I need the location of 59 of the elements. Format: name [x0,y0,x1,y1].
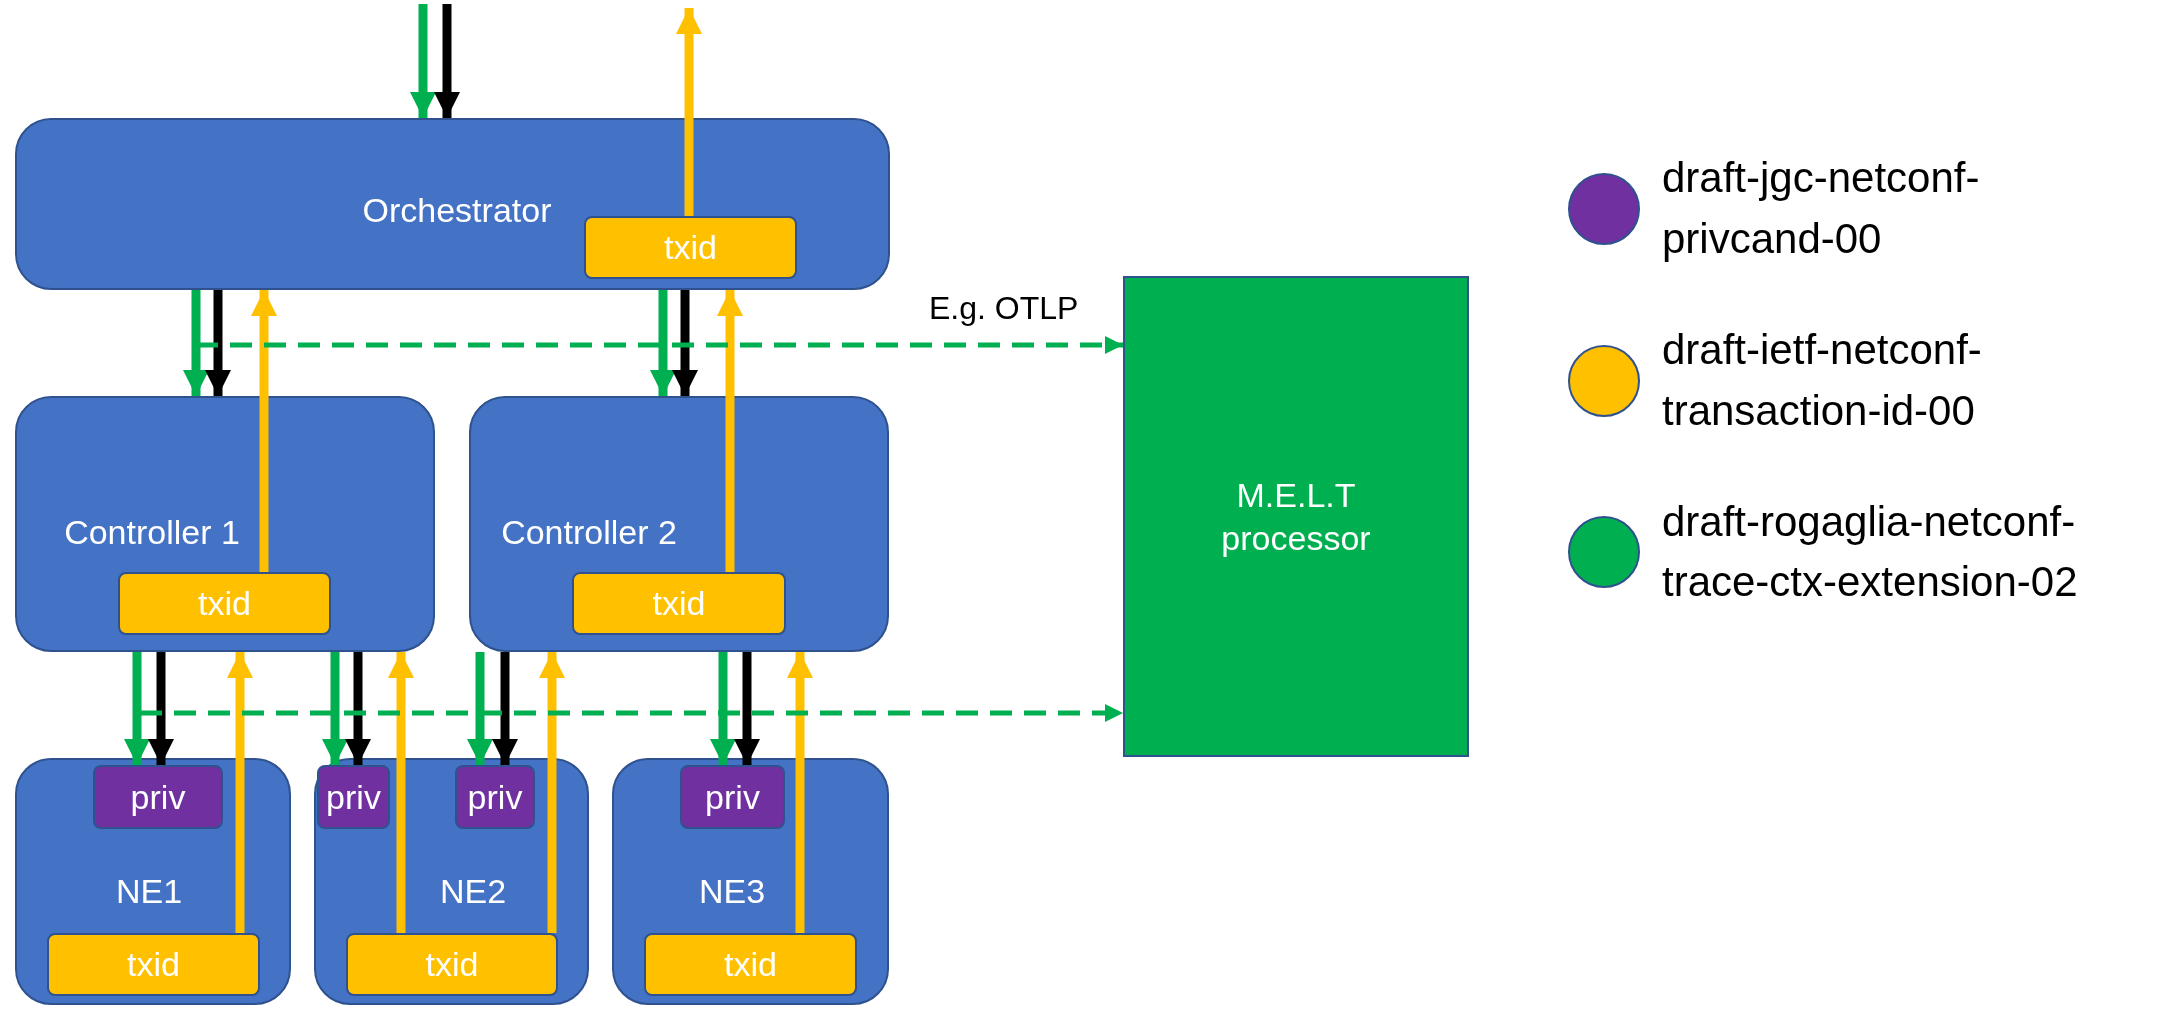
arrow [227,652,253,933]
arrow [467,652,493,765]
tag-box [584,216,797,279]
node-label: txid [724,944,777,986]
arrow [183,290,209,396]
node-label: Orchestrator [362,193,552,227]
tag-box [680,765,785,829]
node-label: priv [705,776,760,818]
legend-label: draft-jgc-netconf-privcand-00 [1662,153,1981,264]
arrow [388,652,414,933]
legend-label: draft-ietf-netconf-transaction-id-00 [1662,324,1983,436]
node-label: NE3 [698,874,766,908]
arrow [710,652,736,765]
arrow [124,652,150,765]
arrow [434,4,460,118]
process-box [314,758,589,1005]
node-label: txid [127,944,180,986]
arrow [539,652,565,933]
arrow [345,652,371,765]
tag-box [118,572,331,635]
arrow [322,652,348,765]
arrow [251,290,277,572]
process-box [15,396,435,652]
tag-box [93,765,223,829]
tag-box [644,933,857,996]
node-label: Controller 2 [501,515,677,549]
processor-box [1123,276,1469,757]
process-box [15,118,890,290]
tag-box [317,765,390,829]
node-label: Controller 1 [64,515,240,549]
node-label: txid [198,583,251,625]
tag-box [346,933,558,996]
node-label: priv [467,776,523,818]
arrow [410,4,436,118]
node-label: txid [652,583,706,625]
dashed-arrow [140,704,1123,722]
arrow [672,290,698,396]
process-box [612,758,889,1005]
process-box [469,396,889,652]
tag-box [572,572,786,635]
node-label: NE1 [115,874,183,908]
arrow [717,290,743,572]
arrow [650,290,676,396]
node-label: priv [326,776,381,818]
legend-label: draft-rogaglia-netconf-trace-ctx-extension-02 [1662,496,2079,608]
node-label: priv [130,776,186,818]
arrow [205,290,231,396]
node-label: NE2 [439,874,507,908]
node-label: txid [425,944,479,986]
process-box [15,758,291,1005]
arrow [676,8,702,216]
tag-box [455,765,535,829]
arrow [734,652,760,765]
arrow [148,652,174,765]
tag-box [47,933,260,996]
node-label: M.E.L.T processor [1220,475,1372,559]
arrow [787,652,813,933]
node-label: txid [664,227,717,269]
arrow [492,652,518,765]
